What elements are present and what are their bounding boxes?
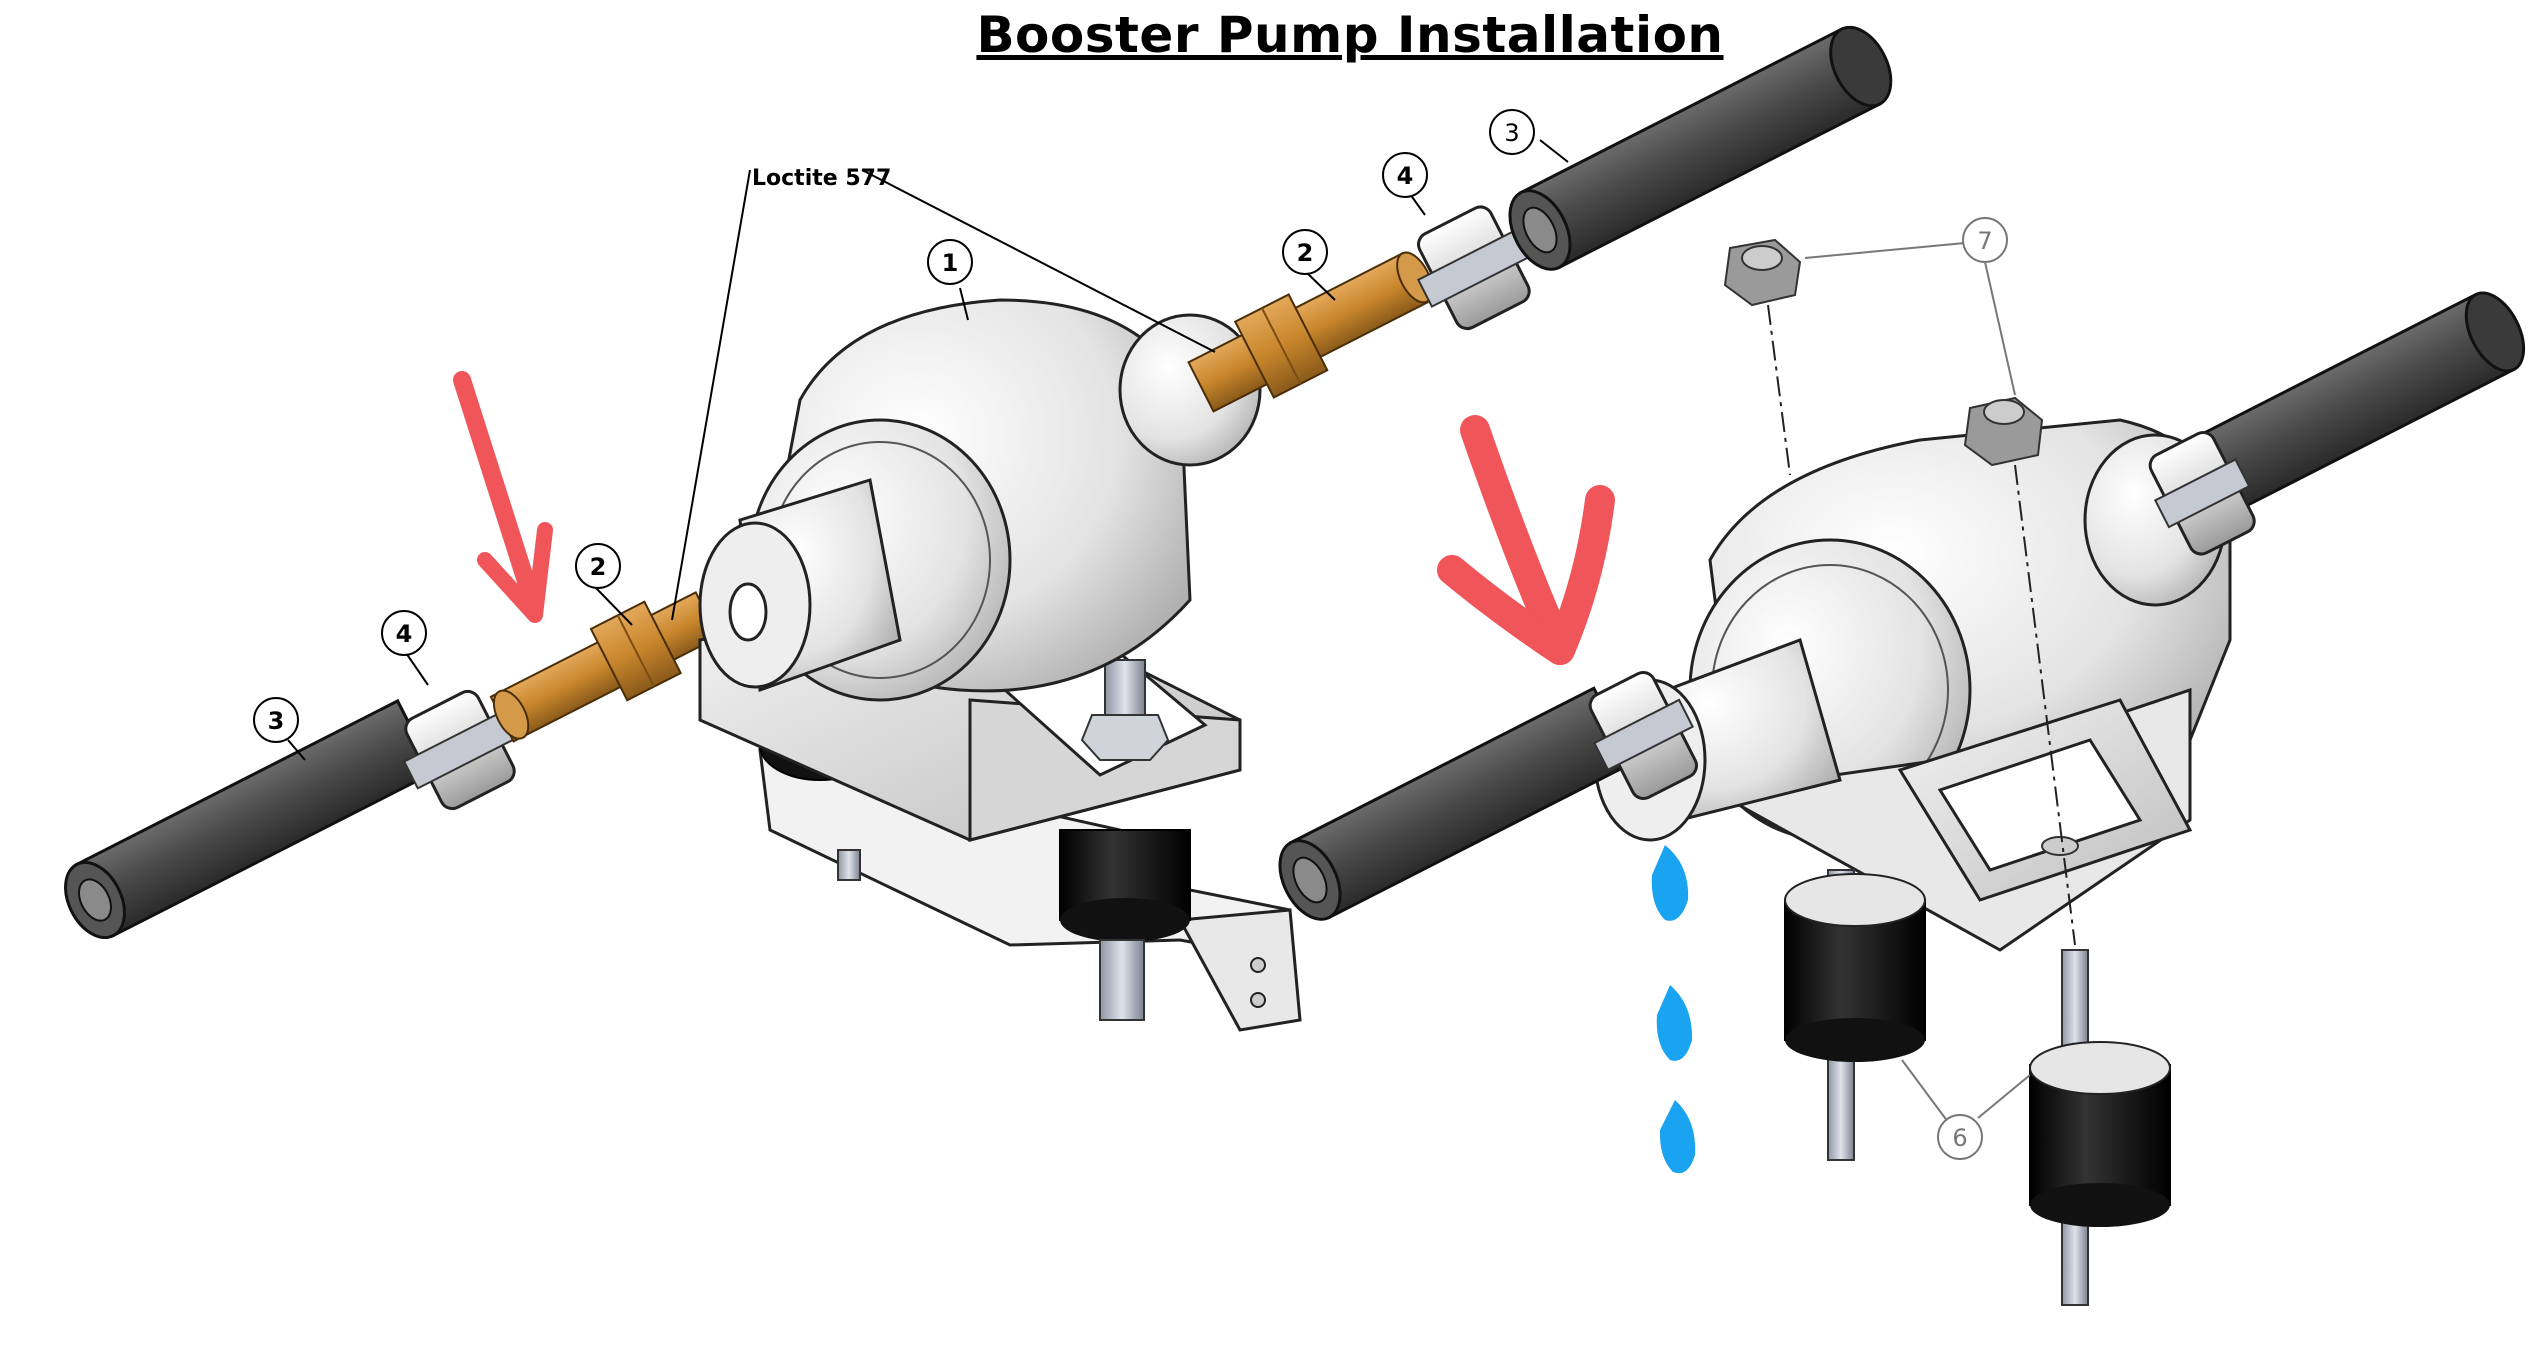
callout-6: 6 — [1952, 1124, 1967, 1152]
hose-right — [1508, 25, 1893, 271]
pump-body — [698, 298, 1302, 1032]
water-drop-3 — [1659, 1100, 1696, 1174]
hose-left — [64, 698, 436, 940]
callout-1: 1 — [942, 249, 959, 277]
callout-2-right: 2 — [1297, 239, 1314, 267]
hose-clamp-right — [1416, 205, 1532, 331]
loctite-note: Loctite 577 — [752, 166, 891, 191]
assembled-pump — [1278, 217, 2526, 1306]
brass-fitting-left — [489, 591, 720, 743]
exploded-assembly — [64, 25, 1893, 1032]
lock-nut-installed — [1963, 396, 2044, 467]
callout-7: 7 — [1977, 227, 1992, 255]
water-drop-2 — [1656, 985, 1693, 1061]
assembled-hose-left — [1278, 686, 1635, 921]
callout-3-left: 3 — [268, 707, 285, 735]
rubber-mount-left — [1784, 869, 1926, 1161]
callout-3-right: 3 — [1504, 119, 1519, 147]
water-drop-1 — [1651, 845, 1689, 921]
rubber-mount-right — [2029, 949, 2171, 1306]
callout-2-left: 2 — [590, 553, 607, 581]
diagram-title: Booster Pump Installation — [976, 6, 1724, 64]
red-arrow-head-right — [1437, 485, 1615, 665]
callout-4-right: 4 — [1397, 162, 1414, 190]
lock-nut-top — [1723, 238, 1802, 307]
red-arrow-head-left — [477, 522, 553, 623]
red-arrow-mark-left — [453, 371, 541, 609]
callout-4-left: 4 — [396, 620, 413, 648]
brass-fitting-right — [1187, 251, 1434, 413]
